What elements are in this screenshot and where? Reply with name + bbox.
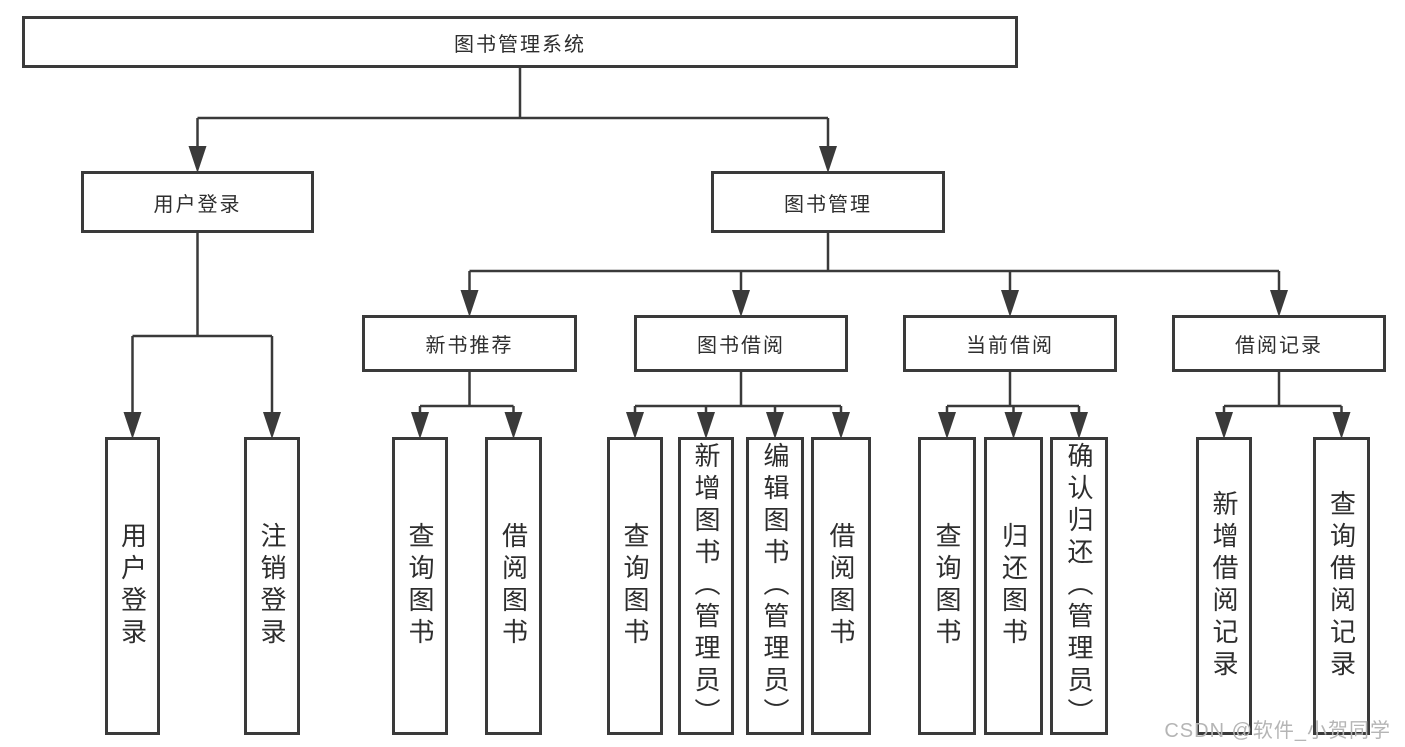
node-label-new-book-recommendation: 新书推荐: [425, 335, 514, 357]
node-logout-leaf: 注销登录: [244, 437, 300, 735]
node-label-add-books-admin: 新增图书（管理员）: [691, 442, 721, 730]
arrowhead-icon: [697, 412, 715, 439]
node-label-return-books: 归还图书: [998, 522, 1029, 650]
arrowhead-icon: [766, 412, 784, 439]
node-edit-books-admin: 编辑图书（管理员）: [746, 437, 804, 735]
node-borrow-books-borrowing: 借阅图书: [811, 437, 871, 735]
node-label-library-management-system: 图书管理系统: [454, 33, 586, 56]
arrowhead-icon: [819, 146, 837, 173]
node-label-borrow-books-recommend: 借阅图书: [498, 522, 529, 650]
node-confirm-return-admin: 确认归还（管理员）: [1050, 437, 1108, 735]
node-current-borrowing: 当前借阅: [903, 315, 1117, 372]
node-label-borrowing-records: 借阅记录: [1235, 335, 1323, 357]
arrowhead-icon: [123, 412, 142, 439]
node-label-query-borrowing-record: 查询借阅记录: [1326, 490, 1357, 682]
node-label-user-login: 用户登录: [153, 193, 242, 216]
arrowhead-icon: [263, 412, 281, 439]
node-label-logout-leaf: 注销登录: [257, 522, 287, 650]
node-query-borrowing-record: 查询借阅记录: [1313, 437, 1370, 735]
arrowhead-icon: [1332, 412, 1351, 439]
arrowhead-icon: [1270, 290, 1288, 317]
node-add-books-admin: 新增图书（管理员）: [678, 437, 734, 735]
node-borrow-books-recommend: 借阅图书: [485, 437, 542, 735]
node-label-current-borrowing: 当前借阅: [966, 335, 1054, 357]
node-label-query-books-borrowing: 查询图书: [620, 522, 650, 650]
node-label-add-borrowing-record: 新增借阅记录: [1209, 490, 1239, 682]
node-library-management-system: 图书管理系统: [22, 16, 1018, 68]
node-book-borrowing: 图书借阅: [634, 315, 848, 372]
arrowhead-icon: [1070, 412, 1088, 439]
arrowhead-icon: [732, 290, 750, 317]
node-label-user-login-leaf: 用户登录: [117, 522, 148, 650]
arrowhead-icon: [938, 412, 956, 439]
node-new-book-recommendation: 新书推荐: [362, 315, 577, 372]
node-query-books-borrowing: 查询图书: [607, 437, 663, 735]
node-user-login-leaf: 用户登录: [105, 437, 160, 735]
arrowhead-icon: [626, 412, 644, 439]
node-query-books-recommend: 查询图书: [392, 437, 448, 735]
node-label-borrow-books-borrowing: 借阅图书: [826, 522, 856, 650]
node-book-management: 图书管理: [711, 171, 945, 233]
node-add-borrowing-record: 新增借阅记录: [1196, 437, 1252, 735]
arrowhead-icon: [411, 412, 429, 439]
node-user-login: 用户登录: [81, 171, 314, 233]
node-label-query-books-recommend: 查询图书: [405, 522, 435, 650]
node-borrowing-records: 借阅记录: [1172, 315, 1386, 372]
node-label-book-management: 图书管理: [784, 193, 872, 216]
arrowhead-icon: [460, 290, 479, 317]
arrowhead-icon: [188, 146, 207, 173]
node-label-query-books-current: 查询图书: [932, 522, 962, 650]
arrowhead-icon: [504, 412, 523, 439]
node-label-confirm-return-admin: 确认归还（管理员）: [1064, 442, 1094, 730]
node-label-book-borrowing: 图书借阅: [697, 335, 785, 357]
node-return-books: 归还图书: [984, 437, 1043, 735]
node-label-edit-books-admin: 编辑图书（管理员）: [760, 442, 790, 730]
arrowhead-icon: [1215, 412, 1233, 439]
arrowhead-icon: [1001, 290, 1019, 317]
arrowhead-icon: [1004, 412, 1023, 439]
arrowhead-icon: [832, 412, 850, 439]
node-query-books-current: 查询图书: [918, 437, 976, 735]
